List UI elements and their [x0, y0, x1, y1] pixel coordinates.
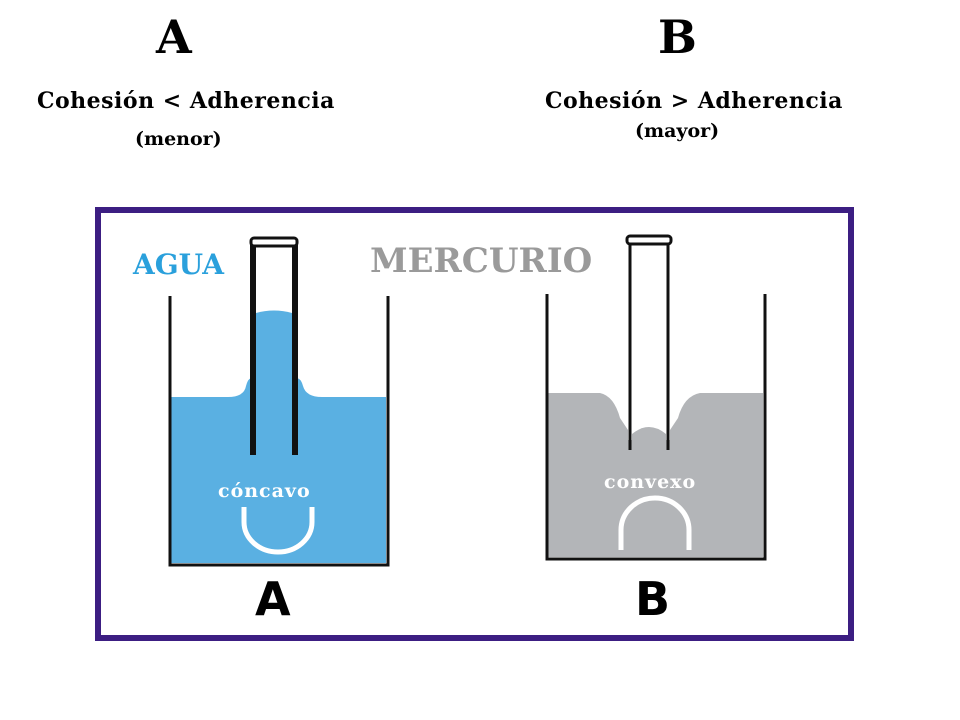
mercury-beaker-walls — [545, 294, 767, 561]
column-b-note: (mayor) — [635, 120, 720, 142]
water-under-tube — [252, 395, 296, 563]
water-column-in-tube — [256, 310, 292, 400]
glass-b-label: B — [635, 572, 670, 626]
mercury-left-region — [547, 393, 628, 557]
water-beaker-walls — [168, 296, 390, 567]
agua-label: AGUA — [132, 248, 225, 281]
glass-a-label: A — [255, 572, 291, 626]
mercury-tube-rim — [625, 234, 673, 246]
concavo-label: cóncavo — [218, 480, 311, 502]
column-b-rule: Cohesión > Adherencia — [545, 88, 843, 114]
column-a-letter: A — [156, 10, 192, 64]
water-glass — [168, 236, 390, 567]
water-right-region — [296, 378, 386, 563]
water-left-region — [170, 378, 252, 563]
mercurio-label: MERCURIO — [370, 241, 592, 281]
mercury-right-region — [670, 393, 763, 557]
column-a-note: (menor) — [135, 128, 222, 150]
water-tube-rim — [249, 236, 299, 248]
mercury-glass — [545, 234, 767, 561]
concave-meniscus-symbol — [241, 507, 315, 555]
convexo-label: convexo — [604, 471, 696, 493]
convex-meniscus-symbol — [618, 495, 692, 550]
column-a-rule: Cohesión < Adherencia — [37, 88, 335, 114]
mercury-column-in-tube — [632, 427, 666, 442]
column-b-letter: B — [658, 10, 697, 64]
